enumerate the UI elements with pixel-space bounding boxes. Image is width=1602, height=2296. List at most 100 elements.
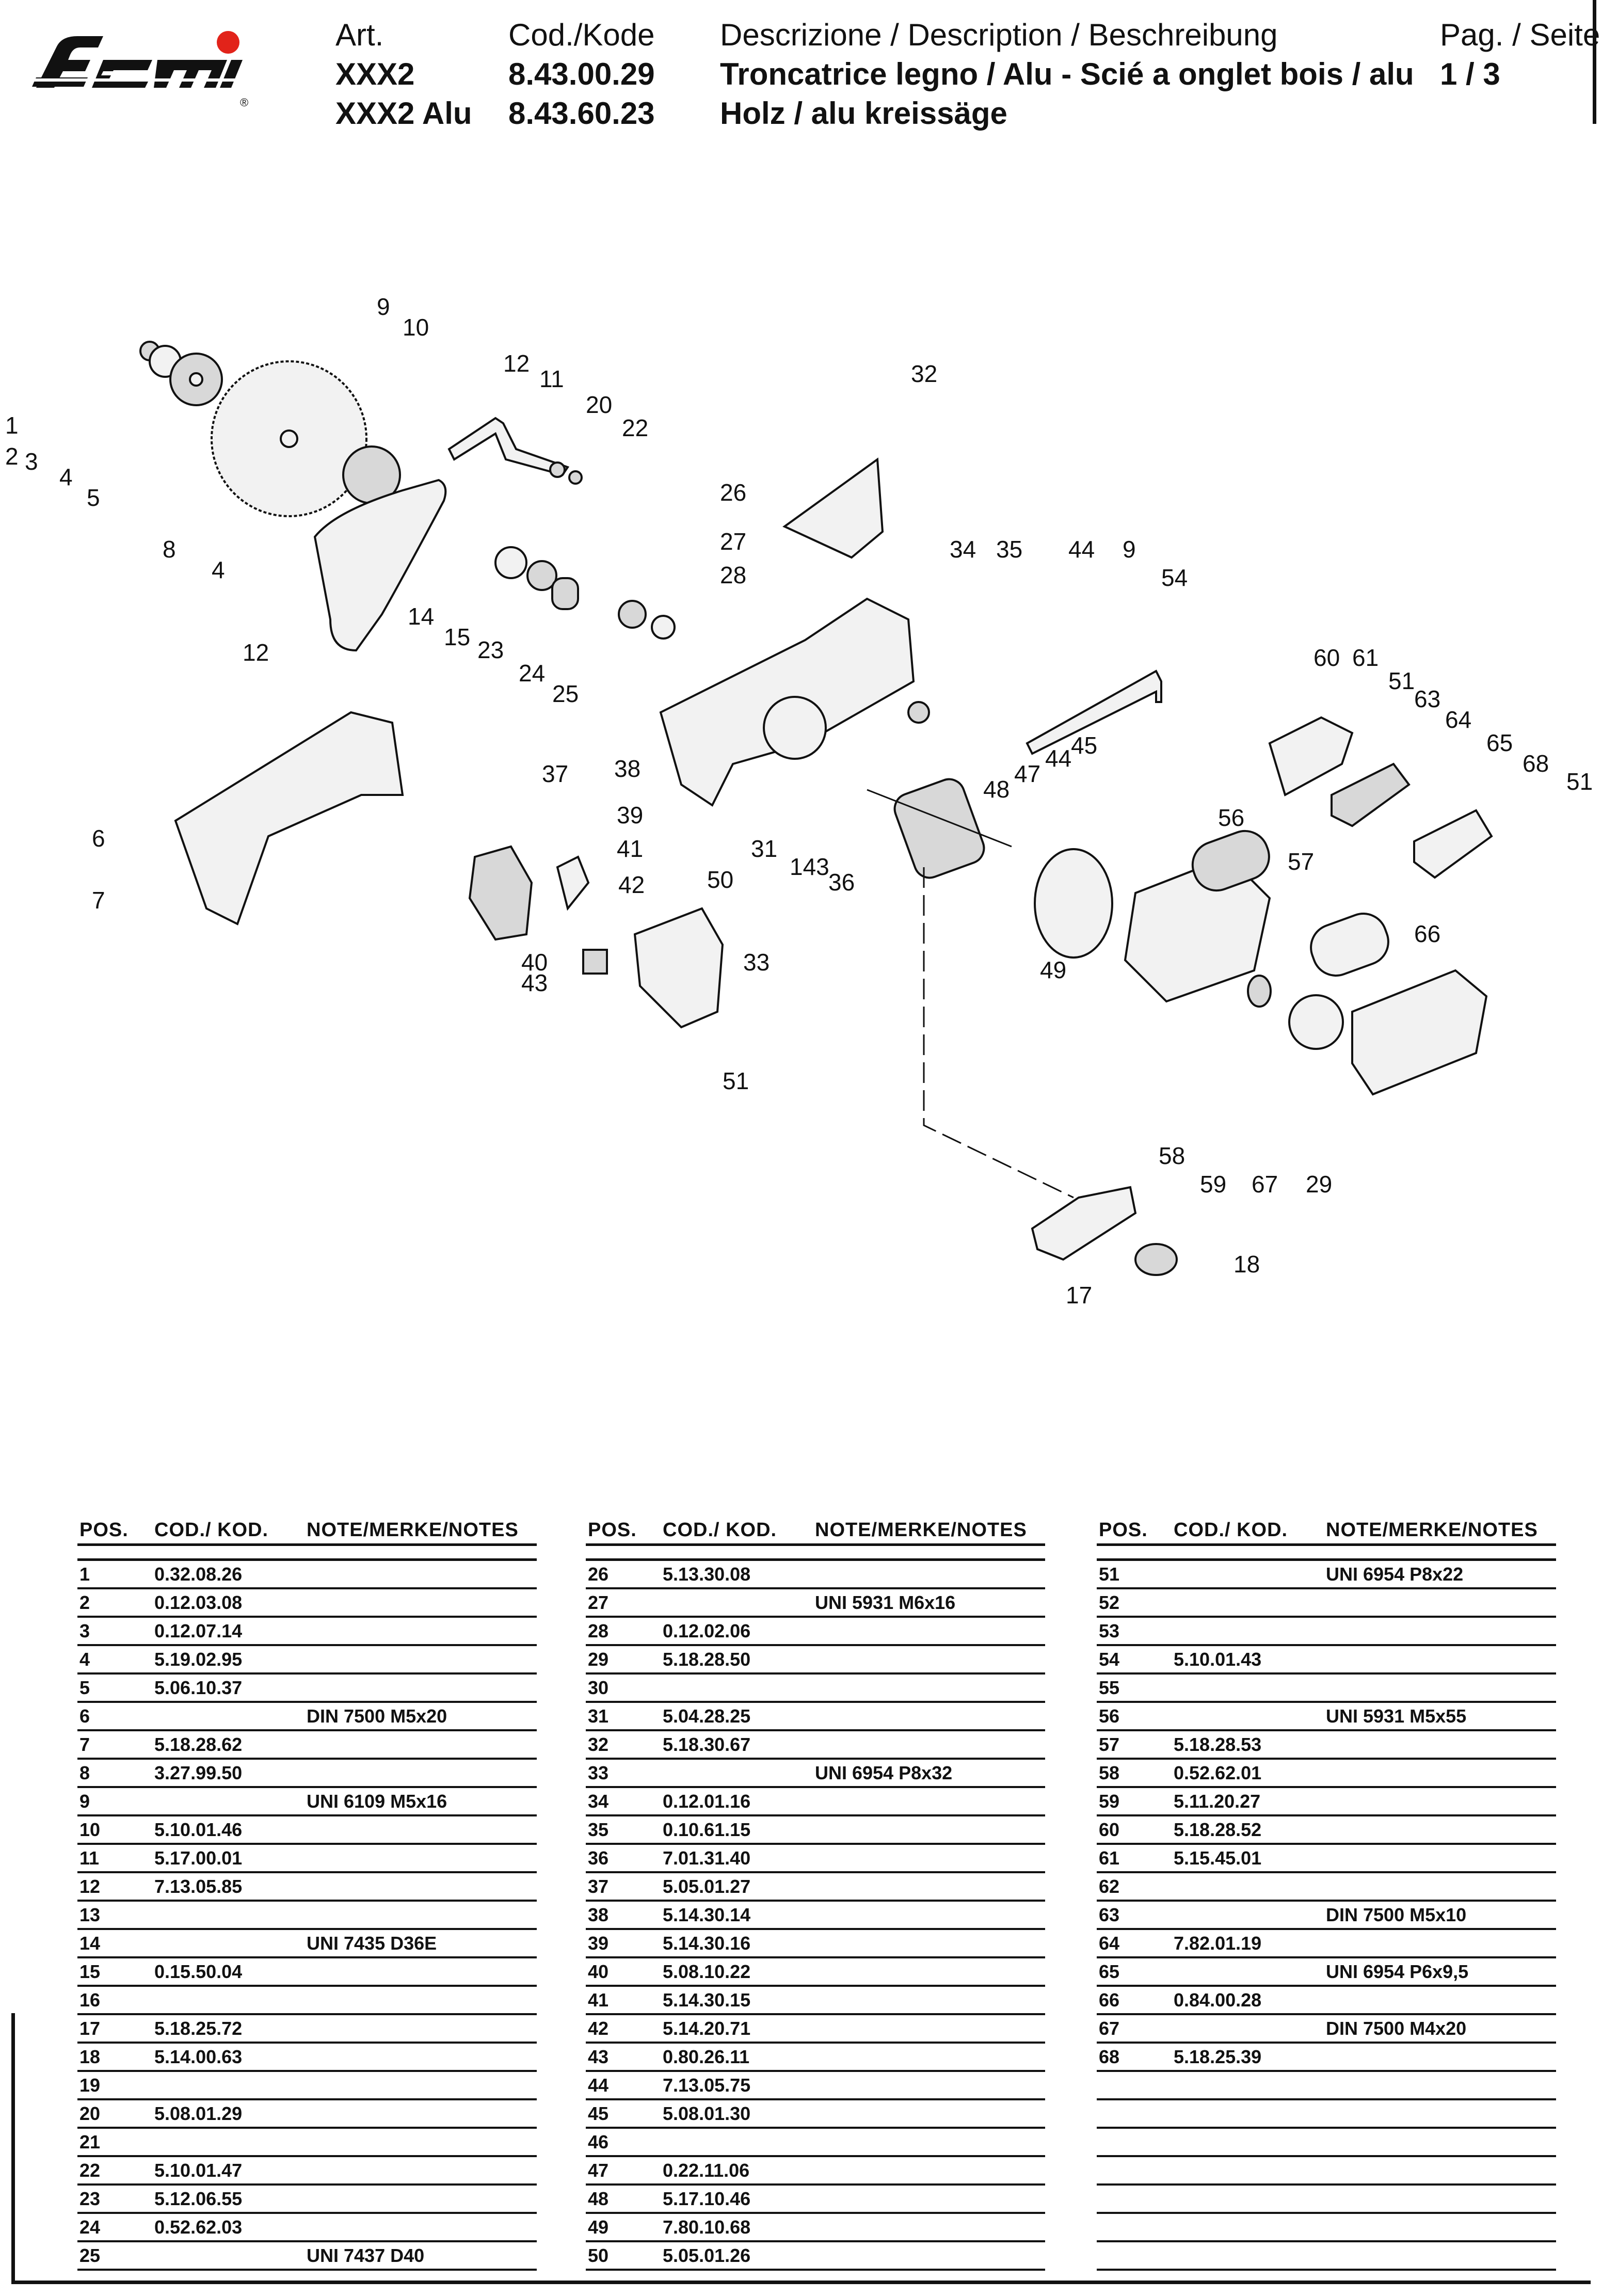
cell-pos: 41	[588, 1989, 609, 2011]
table-row: 19	[77, 2072, 537, 2100]
header-note: NOTE/MERKE/NOTES	[1326, 1519, 1538, 1541]
table-row: 55	[1097, 1675, 1556, 1703]
callout-label: 1	[5, 412, 19, 439]
cell-pos: 38	[588, 1904, 609, 1925]
cell-note: UNI 7437 D40	[307, 2244, 425, 2266]
header-cod: COD./ KOD.	[154, 1519, 269, 1541]
cell-cod: 5.14.30.15	[663, 1989, 751, 2011]
cell-cod: 0.32.08.26	[154, 1563, 243, 1585]
callout-label: 34	[950, 536, 976, 563]
cell-pos: 2	[79, 1591, 90, 1613]
article-value-2: XXX2 Alu	[335, 96, 472, 131]
cell-pos: 36	[588, 1847, 609, 1869]
table-row: 21	[77, 2129, 537, 2157]
cell-pos: 32	[588, 1733, 609, 1755]
cell-note: UNI 6109 M5x16	[307, 1790, 447, 1812]
page-label: Pag. / Seite	[1440, 18, 1600, 52]
callout-label: 39	[617, 802, 643, 828]
callout-label: 11	[539, 365, 564, 392]
cell-cod: 5.18.25.39	[1174, 2046, 1262, 2067]
callout-label: 6	[92, 825, 105, 852]
callout-label: 51	[1388, 667, 1415, 694]
cell-pos: 23	[79, 2188, 101, 2209]
cell-pos: 15	[79, 1960, 101, 1982]
table-row	[1097, 2186, 1556, 2214]
callout-label: 60	[1313, 644, 1340, 671]
callout-label: 7	[92, 887, 105, 914]
table-row: 16	[77, 1987, 537, 2015]
callout-label: 3	[25, 448, 38, 475]
table-row	[1097, 2214, 1556, 2242]
cell-pos: 28	[588, 1620, 609, 1641]
cell-cod: 5.06.10.37	[154, 1677, 243, 1698]
callout-label: 67	[1252, 1171, 1278, 1198]
cell-pos: 21	[79, 2131, 101, 2152]
callout-label: 51	[723, 1067, 749, 1094]
table-row: 61 5.15.45.01	[1097, 1845, 1556, 1873]
code-value-1: 8.43.00.29	[508, 57, 655, 91]
code-value-2: 8.43.60.23	[508, 96, 655, 131]
callout-label: 66	[1414, 920, 1440, 947]
code-label: Cod./Kode	[508, 18, 655, 52]
cell-cod: 5.05.01.26	[663, 2244, 751, 2266]
page-value: 1 / 3	[1440, 57, 1500, 91]
callout-label: 35	[996, 536, 1022, 563]
cell-pos: 12	[79, 1875, 101, 1897]
callout-label: 8	[163, 536, 176, 563]
cell-pos: 18	[79, 2046, 101, 2067]
cell-pos: 7	[79, 1733, 90, 1755]
cell-pos: 9	[79, 1790, 90, 1812]
callout-label: 63	[1414, 685, 1440, 712]
cell-pos: 5	[79, 1677, 90, 1698]
callout-label: 9	[1123, 536, 1136, 563]
cell-pos: 25	[79, 2244, 101, 2266]
cell-cod: 0.10.61.15	[663, 1819, 751, 1840]
cell-cod: 5.18.25.72	[154, 2017, 243, 2039]
table-row	[1097, 2129, 1556, 2157]
callout-label: 12	[243, 639, 269, 666]
cell-pos: 42	[588, 2017, 609, 2039]
header-cod: COD./ KOD.	[663, 1519, 777, 1541]
cell-pos: 30	[588, 1677, 609, 1698]
table-row: 30	[586, 1675, 1045, 1703]
cell-pos: 47	[588, 2159, 609, 2181]
cell-pos: 66	[1099, 1989, 1120, 2011]
callout-label: 14	[408, 603, 434, 630]
cell-cod: 5.15.45.01	[1174, 1847, 1262, 1869]
callout-label: 65	[1486, 729, 1513, 756]
callout-label: 5	[87, 484, 100, 511]
table-gap	[586, 1546, 1045, 1561]
callout-label: 10	[403, 314, 429, 341]
cell-cod: 5.14.30.16	[663, 1932, 751, 1954]
table-row: 46	[586, 2129, 1045, 2157]
cell-cod: 0.52.62.01	[1174, 1762, 1262, 1783]
callout-label: 49	[1040, 956, 1066, 983]
callout-label: 64	[1445, 706, 1471, 733]
cell-pos: 61	[1099, 1847, 1120, 1869]
cell-pos: 63	[1099, 1904, 1120, 1925]
table-row: 25 UNI 7437 D40	[77, 2242, 537, 2271]
header-note: NOTE/MERKE/NOTES	[307, 1519, 519, 1541]
